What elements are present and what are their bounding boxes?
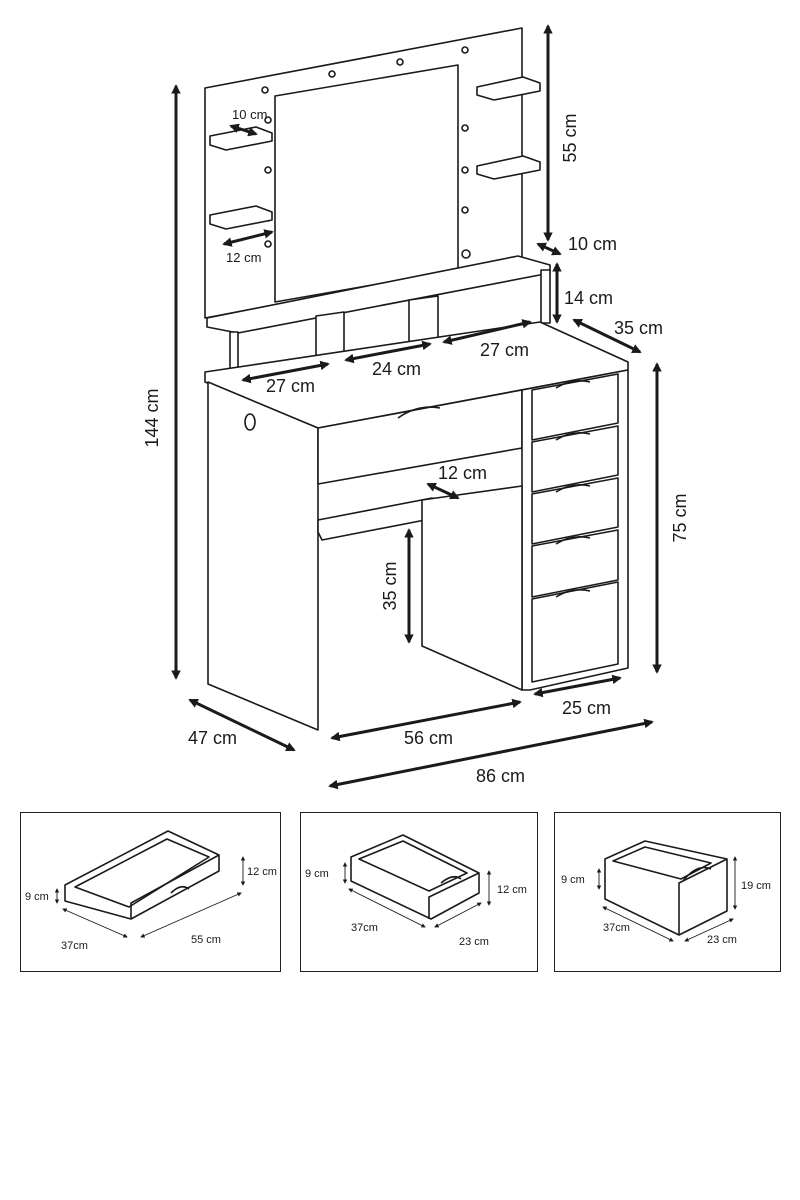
label-total-width: 86 cm [476, 766, 525, 786]
drawer-detail-panel: 37cm 23 cm 12 cm 9 cm [300, 812, 538, 972]
bulb-icon [461, 166, 469, 174]
drawer-fronts [531, 373, 619, 683]
drawer-2-width: 23 cm [459, 936, 489, 948]
label-mirror-height: 55 cm [560, 113, 580, 162]
drawer-front-1 [531, 373, 619, 441]
left-panel [207, 381, 319, 731]
drawer-detail-panel: 37cm 23 cm 19 cm 9 cm [554, 812, 781, 972]
label-keyboard-depth: 12 cm [438, 463, 487, 483]
label-hutch-comp-right: 27 cm [480, 340, 529, 360]
bulb-icon [461, 249, 471, 259]
bulb-icon [396, 58, 404, 66]
label-knee-width: 56 cm [404, 728, 453, 748]
label-hutch-height: 14 cm [564, 288, 613, 308]
knee-back-panel [421, 485, 523, 691]
drawer-3-front-height: 19 cm [741, 880, 771, 892]
drawer-3-width: 23 cm [707, 934, 737, 946]
drawer-front-3 [531, 477, 619, 545]
drawer-2-front-height: 12 cm [497, 884, 527, 896]
cable-hole [244, 413, 256, 431]
drawer-2-depth: 37cm [351, 922, 378, 934]
drawer-1-side-height: 9 cm [25, 891, 49, 903]
label-depth: 47 cm [188, 728, 237, 748]
hutch-divider-right [540, 269, 551, 324]
label-knee-height: 35 cm [380, 561, 400, 610]
bulb-icon [261, 86, 269, 94]
right-shelf-bottom [476, 155, 541, 180]
label-desk-height: 75 cm [670, 493, 690, 542]
bulb-icon [461, 124, 469, 132]
bulb-icon [328, 70, 336, 78]
drawer-front-4 [531, 529, 619, 598]
label-drawer-col-width: 25 cm [562, 698, 611, 718]
right-shelf-top [476, 76, 541, 101]
drawer-1-width: 55 cm [191, 934, 221, 946]
medium-drawer [350, 834, 480, 920]
drawer-1-front-height: 12 cm [247, 866, 277, 878]
drawer-front-5 [531, 581, 619, 683]
drawer-detail-panel: 37cm 55 cm 12 cm 9 cm [20, 812, 281, 972]
label-hutch-comp-mid: 24 cm [372, 359, 421, 379]
drawer-3-side-height: 9 cm [561, 874, 585, 886]
dimension-labels: 144 cm 55 cm 10 cm 10 cm 12 cm 14 cm 35 … [142, 107, 690, 786]
mirror [274, 64, 459, 303]
bulb-icon [264, 166, 272, 174]
dimension-arrows [171, 24, 662, 790]
label-shelf-depth-left: 10 cm [232, 107, 267, 122]
drawer-1-depth: 37cm [61, 940, 88, 952]
vanity-dimension-diagram: 144 cm 55 cm 10 cm 10 cm 12 cm 14 cm 35 … [142, 24, 690, 790]
left-shelf-bottom [209, 205, 273, 230]
label-shelf-depth-top: 10 cm [568, 234, 617, 254]
bulb-icon [461, 206, 469, 214]
vanity-furniture [204, 27, 629, 731]
label-shelf-width-left: 12 cm [226, 250, 261, 265]
drawer-front-2 [531, 425, 619, 493]
label-hutch-depth: 35 cm [614, 318, 663, 338]
drawer-2-side-height: 9 cm [305, 868, 329, 880]
label-overall-height: 144 cm [142, 388, 162, 447]
bulb-icon [264, 116, 272, 124]
label-hutch-comp-left: 27 cm [266, 376, 315, 396]
drawer-3-depth: 37cm [603, 922, 630, 934]
bulb-icon [461, 46, 469, 54]
drawer-handle [397, 406, 441, 419]
tall-drawer [604, 840, 728, 936]
large-drawer [64, 830, 220, 920]
hutch-divider-3 [408, 295, 439, 345]
